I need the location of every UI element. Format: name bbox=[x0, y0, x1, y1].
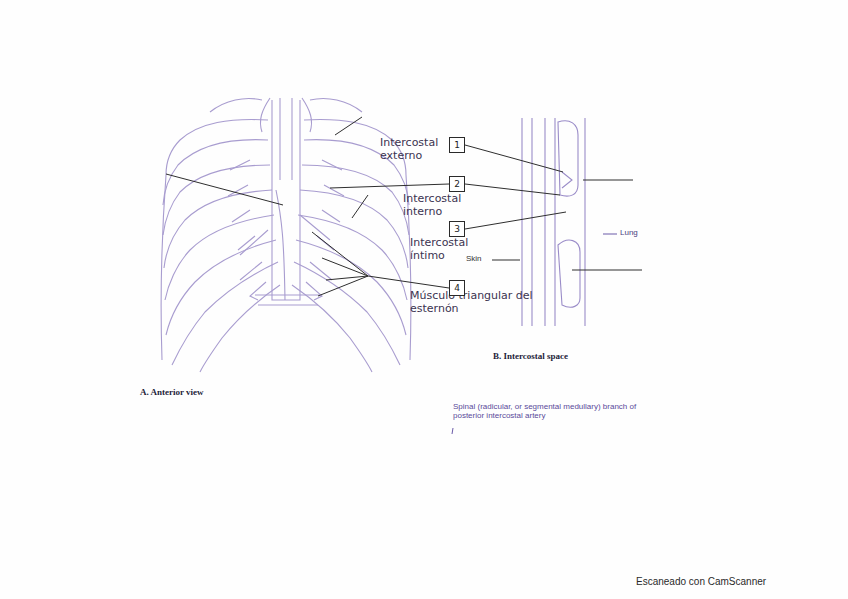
callout-box: 1 bbox=[449, 137, 465, 153]
muscle-label: Intercostal íntimo bbox=[410, 236, 472, 262]
figure-caption: A. Anterior view bbox=[140, 387, 280, 397]
watermark: Escaneado con CamScanner bbox=[636, 576, 816, 587]
callout-box: 2 bbox=[449, 176, 465, 192]
callout-number: 3 bbox=[454, 224, 460, 234]
part-label: Lung bbox=[620, 228, 660, 237]
callout-number: 4 bbox=[454, 283, 460, 293]
callout-box: 3 bbox=[449, 221, 465, 237]
figure-caption: B. Intercostal space bbox=[493, 351, 633, 361]
muscle-label: Músculo triangular del esternón bbox=[410, 289, 535, 315]
muscle-label: Intercostal externo bbox=[380, 136, 442, 162]
callout-box: 4 bbox=[449, 280, 465, 296]
part-label: Skin bbox=[466, 254, 496, 263]
part-label: Spinal (radicular, or segmental medullar… bbox=[453, 402, 648, 420]
muscle-label: Intercostal interno bbox=[403, 192, 465, 218]
callout-number: 2 bbox=[454, 179, 460, 189]
callout-number: 1 bbox=[454, 140, 460, 150]
